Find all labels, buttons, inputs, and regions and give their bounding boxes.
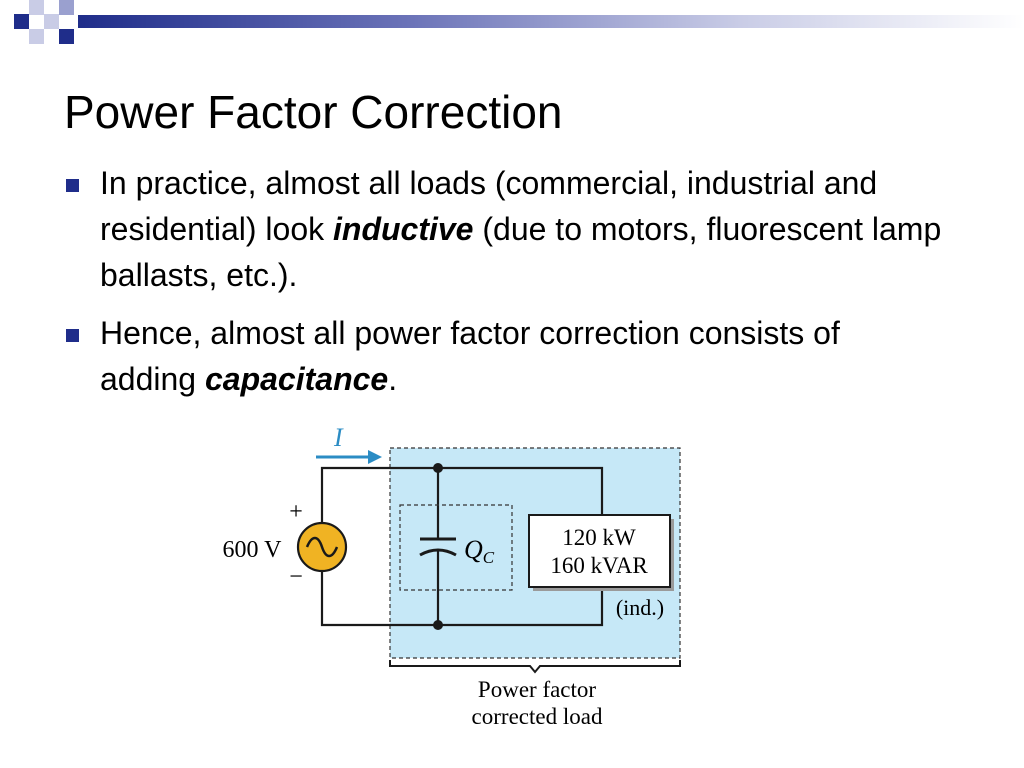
top-wire [320,466,604,523]
decor-square [29,0,44,15]
circuit-diagram: I QC 120 kW 160 kVAR (ind.) 600 V + − Po… [223,423,681,729]
junction-dot [433,463,443,473]
capacitor-q: Q [464,535,483,564]
decor-square [14,14,29,29]
plus-sign: + [289,499,303,525]
decor-square [44,14,59,29]
decor-square [59,0,74,15]
capacitor-box [399,504,513,591]
capacitor-label: QC [464,535,495,567]
bullet-text: . [388,361,398,397]
slide-title: Power Factor Correction [64,86,563,138]
load-note: (ind.) [616,595,664,620]
current-arrowhead [368,450,382,464]
header-decoration [0,0,1024,46]
bullet-list: In practice, almost all loads (commercia… [64,160,944,414]
square-bullet-icon [66,329,79,342]
minus-sign: − [289,564,303,590]
current-label: I [333,423,344,452]
capacitor-plate-bottom [419,548,457,557]
decor-square [59,29,74,44]
load-box [528,514,671,588]
bullet-item: Hence, almost all power factor correctio… [64,310,944,402]
caption-line-1: Power factor [478,677,596,702]
brace-icon [389,660,681,674]
capacitor-subscript: C [483,548,495,567]
load-power: 120 kW [562,525,636,550]
sine-wave-icon [305,536,339,558]
bullet-emphasis: inductive [333,211,474,247]
junction-dot [433,620,443,630]
source-voltage-label: 600 V [223,537,283,563]
bullet-emphasis: capacitance [204,361,389,397]
load-reactive: 160 kVAR [550,553,648,578]
square-bullet-icon [66,179,79,192]
caption-line-2: corrected load [472,704,603,729]
bullet-text: Hence, almost all power factor correctio… [100,315,840,397]
bullet-text: In practice, almost all loads (commercia… [100,165,878,247]
header-gradient-bar [78,15,1024,28]
bottom-wire [320,570,604,627]
bullet-item: In practice, almost all loads (commercia… [64,160,944,298]
decor-square [29,29,44,44]
bullet-text: (due to motors, fluorescent lamp ballast… [100,211,942,293]
